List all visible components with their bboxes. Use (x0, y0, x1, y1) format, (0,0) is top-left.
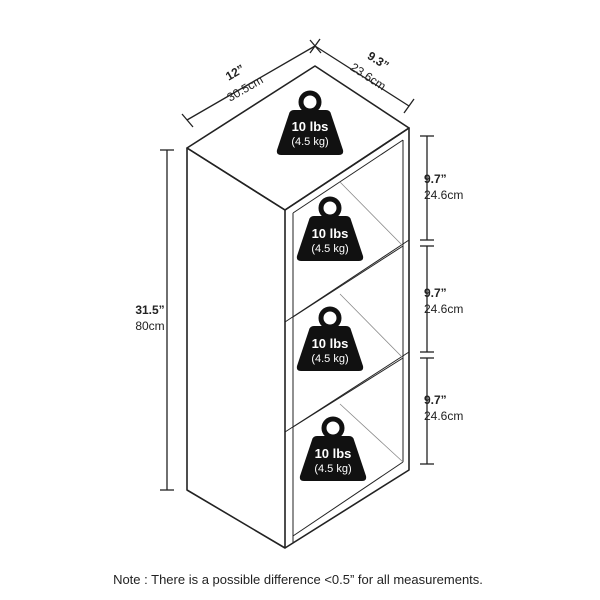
shelf-2-height-in: 9.7” (424, 286, 447, 300)
weight-icon-shelf-2: 10 lbs (4.5 kg) (297, 309, 363, 371)
svg-text:(4.5 kg): (4.5 kg) (311, 243, 348, 255)
shelf-1-height-in: 9.7” (424, 172, 447, 186)
shelf-1-height-cm: 24.6cm (424, 188, 463, 202)
weight-icon-shelf-1: 10 lbs (4.5 kg) (297, 199, 363, 261)
depth-dimension: 9.3” 23.6cm (309, 38, 415, 114)
svg-text:80cm: 80cm (135, 319, 164, 333)
shelf-height-dimensions: 9.7” 24.6cm 9.7” 24.6cm 9.7” 24.6cm (420, 135, 463, 465)
svg-text:(4.5 kg): (4.5 kg) (311, 353, 348, 365)
svg-text:10 lbs: 10 lbs (312, 336, 349, 351)
cabinet-inner-lines (284, 139, 410, 543)
svg-text:10 lbs: 10 lbs (292, 119, 329, 134)
measurement-note: Note : There is a possible difference <0… (113, 572, 483, 587)
weight-icon-shelf-3: 10 lbs (4.5 kg) (300, 419, 366, 481)
shelf-3-height-in: 9.7” (424, 393, 447, 407)
cabinet-side-face (186, 147, 286, 549)
shelf-3-height-cm: 24.6cm (424, 409, 463, 423)
height-dimension: 31.5” 80cm (135, 149, 174, 491)
svg-text:(4.5 kg): (4.5 kg) (314, 463, 351, 475)
bookcase-drawing (186, 65, 410, 549)
weight-icon-top: 10 lbs (4.5 kg) (277, 93, 343, 155)
svg-text:10 lbs: 10 lbs (315, 446, 352, 461)
svg-text:31.5”: 31.5” (135, 303, 164, 317)
cabinet-front-edge (284, 127, 410, 549)
svg-text:(4.5 kg): (4.5 kg) (291, 136, 328, 148)
svg-text:10 lbs: 10 lbs (312, 226, 349, 241)
svg-text:12”: 12” (223, 62, 247, 84)
shelf-2-height-cm: 24.6cm (424, 302, 463, 316)
